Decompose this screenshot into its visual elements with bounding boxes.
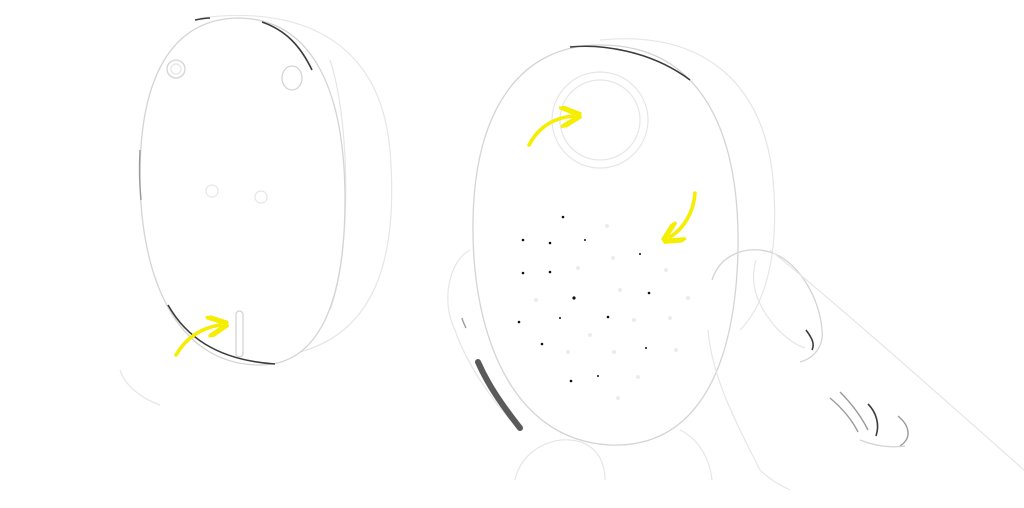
small-hole-right [254, 190, 268, 204]
wrinkle-line [897, 415, 909, 447]
device-front-view-held [447, 38, 1024, 491]
grille-dot-faint [611, 256, 615, 260]
grille-dot-faint [566, 350, 570, 354]
grille-dot [597, 375, 599, 377]
device-base-line [119, 369, 161, 406]
grille-dot [561, 215, 565, 219]
grille-dot [606, 315, 610, 319]
grille-dot [569, 379, 573, 383]
grille-dot-faint [636, 375, 640, 379]
grille-dot-faint [664, 268, 668, 272]
hand-finger-knuckle-shadow [805, 329, 814, 351]
face-edge-shadow-left [138, 149, 142, 201]
grille-dot [521, 271, 525, 275]
front-face-edge-dark-top [569, 45, 691, 81]
small-hole-left [205, 184, 219, 198]
device-back-view [119, 14, 393, 406]
speaker-grille [517, 215, 651, 383]
hand-knuckle-wrinkles [829, 391, 909, 448]
wrinkle-line [867, 403, 879, 437]
grille-dot-faint [612, 350, 616, 354]
grille-dot-faint [605, 224, 609, 228]
wrinkle-line [829, 397, 859, 433]
grille-dot-faint [668, 316, 672, 320]
face-edge-shadow-topleft [194, 17, 211, 21]
grille-dot [517, 320, 521, 324]
grille-dot-faint [616, 396, 620, 400]
screw-hole-left [166, 59, 186, 79]
device-back-face [139, 17, 346, 366]
hand-lower-edge [707, 329, 791, 491]
grille-dot [572, 296, 576, 300]
grille-dot [647, 291, 651, 295]
button-inner-ring [559, 79, 641, 161]
front-housing-outline [599, 38, 776, 331]
left-finger-tip [461, 317, 467, 329]
wrinkle-line [859, 439, 906, 448]
bottom-finger-right [679, 429, 713, 481]
face-edge-shadow-top [261, 21, 313, 71]
grille-dot-faint [618, 288, 622, 292]
grille-dot-faint [674, 348, 678, 352]
grille-dot-faint [686, 296, 690, 300]
bottom-finger-left [514, 439, 606, 481]
grille-dot [559, 317, 561, 319]
yellow-arrow-slot [174, 325, 220, 357]
left-thumb-outline [447, 249, 521, 431]
grille-dot [639, 253, 641, 255]
grille-dot [540, 342, 544, 346]
yellow-arrow-button [527, 116, 573, 147]
yellow-arrow-grille [670, 191, 697, 237]
hand-finger-outline [711, 249, 823, 363]
grille-dot-faint [576, 266, 580, 270]
speaker-grille-faint [534, 224, 690, 400]
device-front-face [472, 44, 739, 446]
device-housing-outline [199, 14, 393, 353]
button-outer-ring [551, 71, 649, 169]
grille-dot-faint [534, 298, 538, 302]
grille-dot-faint [632, 318, 636, 322]
screw-hole-right [281, 65, 303, 91]
face-edge-shadow-bottom [167, 304, 276, 365]
grille-dot [548, 270, 552, 274]
grille-dot [584, 239, 586, 241]
grille-dot [521, 238, 525, 242]
left-thumb-shadow [475, 359, 523, 431]
grille-dot-faint [588, 333, 592, 337]
grille-dot [548, 241, 552, 245]
screw-hole-left-inner [170, 63, 182, 75]
wrinkle-line [839, 391, 869, 431]
reset-slot [235, 310, 244, 358]
hand-palm-edge [769, 249, 1024, 471]
grille-dot [645, 347, 647, 349]
hand-finger-nail [753, 259, 806, 349]
